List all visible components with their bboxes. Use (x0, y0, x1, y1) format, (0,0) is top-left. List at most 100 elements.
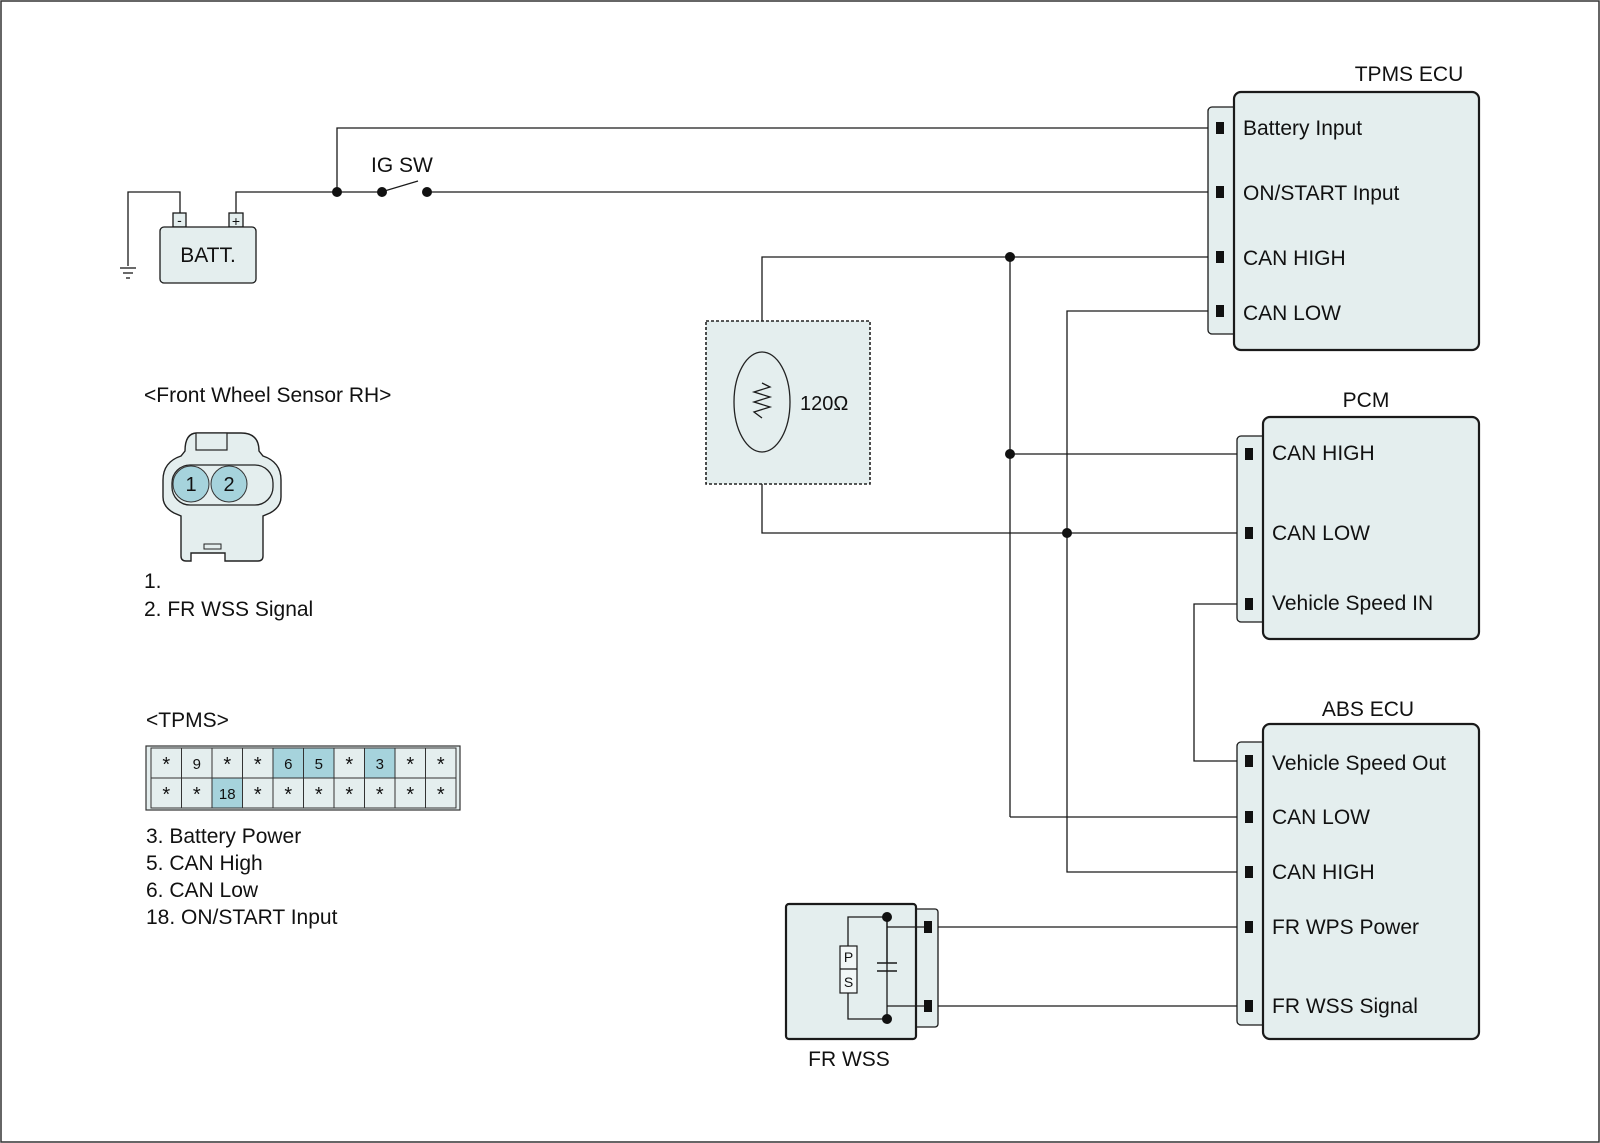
pin-label-battery-input: Battery Input (1243, 117, 1362, 140)
ig-switch-blade (380, 180, 419, 193)
junction-dot (882, 1014, 892, 1024)
connector-pin (924, 921, 932, 933)
ig-switch-contact (377, 187, 387, 197)
connector-pin (924, 1000, 932, 1012)
tpms-pin-number: * (284, 784, 292, 806)
fr-wss-s-label: S (844, 974, 853, 990)
connector-pin (1216, 305, 1224, 317)
tpms-pin-cell (272, 747, 304, 779)
ig-switch-contact (422, 187, 432, 197)
pin-label-can-low: CAN LOW (1272, 806, 1370, 829)
pin-label-can-high: CAN HIGH (1272, 442, 1375, 465)
front-wheel-pin-list-item: 2. FR WSS Signal (144, 598, 313, 621)
connector-pin (1245, 866, 1253, 878)
fr-wss-label: FR WSS (808, 1048, 890, 1071)
tpms-pin-number: * (254, 784, 262, 806)
tpms-pin-number: * (162, 784, 170, 806)
fr-wss-sensor: P S FR WSS (784, 902, 939, 1071)
resistor-symbol (751, 382, 773, 419)
junction-dot (1005, 252, 1015, 262)
tpms-pin-number: * (406, 754, 414, 776)
battery-input-wire (336, 127, 1216, 192)
tpms-pin-cell (150, 747, 182, 779)
tpms-pin-number: * (406, 784, 414, 806)
pin-label-fr-wss-signal: FR WSS Signal (1272, 995, 1418, 1018)
tpms-pin-number: * (345, 754, 353, 776)
front-wheel-sensor-connector: <Front Wheel Sensor RH> 1 2 1. 2. FR WSS… (144, 384, 391, 621)
tpms-pin-number: * (193, 784, 201, 806)
tpms-pin-cell (150, 777, 182, 809)
tpms-pin-cell (364, 777, 396, 809)
tpms-pin-cell (333, 777, 365, 809)
junction-dot (332, 187, 342, 197)
junction-dot (882, 912, 892, 922)
connector-pin-2 (210, 465, 248, 503)
connector-pin-1 (172, 465, 210, 503)
front-wheel-pin-list-item: 1. (144, 570, 162, 593)
ground-wire (127, 191, 181, 266)
tpms-ecu-title: TPMS ECU (1355, 63, 1464, 86)
pin-label-on-start-input: ON/START Input (1243, 182, 1400, 205)
tpms-pin-cell (242, 777, 274, 809)
pin-label-can-low: CAN LOW (1243, 302, 1341, 325)
pin-label-vehicle-speed-in: Vehicle Speed IN (1272, 592, 1433, 615)
tpms-pin-number: * (437, 784, 445, 806)
fr-wss-p-label: P (844, 949, 853, 965)
battery-body (159, 226, 257, 284)
connector-pin (1216, 251, 1224, 263)
connector-pin (1245, 448, 1253, 460)
connector-pin-cavity (171, 464, 274, 506)
termination-resistor: 120Ω (705, 320, 871, 485)
pin-label-can-high: CAN HIGH (1243, 247, 1346, 270)
tpms-pin-cell (425, 747, 457, 779)
vehicle-speed-wire (1193, 603, 1245, 762)
connector-pin (1245, 598, 1253, 610)
tpms-pin-number: 9 (193, 756, 201, 773)
pcm-title: PCM (1343, 389, 1390, 412)
tpms-pin-number: * (315, 784, 323, 806)
tpms-pin-number: 6 (284, 756, 292, 773)
tpms-pin-cell (303, 747, 335, 779)
tpms-pin-number: * (437, 754, 445, 776)
pcm-box (1261, 415, 1481, 641)
resistor-outline (733, 351, 791, 453)
resistor-value: 120Ω (800, 393, 848, 415)
pin-label-can-low: CAN LOW (1272, 522, 1370, 545)
resistor-housing (705, 320, 871, 485)
fr-wss-internal-loop (847, 916, 888, 1020)
pin-label-can-high: CAN HIGH (1272, 861, 1375, 884)
junction-dot (1062, 528, 1072, 538)
tpms-ecu-box (1232, 90, 1481, 352)
junction-dots (332, 187, 1072, 538)
abs-ecu-box (1261, 722, 1481, 1041)
tpms-pin-list-item: 18. ON/START Input (146, 906, 338, 929)
tpms-pin-number: 3 (376, 756, 384, 773)
ig-switch-label: IG SW (371, 154, 433, 177)
tpms-pin-cell (181, 747, 213, 779)
connector-pin (1245, 527, 1253, 539)
tpms-pin-number: 5 (315, 756, 323, 773)
can-low-bus (1066, 310, 1245, 873)
tpms-pin-cell (425, 777, 457, 809)
abs-ecu: ABS ECU Vehicle Speed Out CAN LOW CAN HI… (1236, 698, 1481, 1041)
connector-pin (1216, 122, 1224, 134)
junction-dot (1005, 449, 1015, 459)
tpms-connector-title: <TPMS> (146, 709, 229, 732)
connector-pin (1245, 921, 1253, 933)
connector-key (203, 543, 222, 550)
tpms-pin-number: * (345, 784, 353, 806)
battery-label: BATT. (180, 244, 236, 267)
tpms-pin-number: * (254, 754, 262, 776)
tpms-pin-list-item: 5. CAN High (146, 852, 263, 875)
battery-plus-wire (235, 191, 381, 213)
connector-latch (195, 432, 228, 451)
tpms-pin-cell (303, 777, 335, 809)
connector-pin (1245, 811, 1253, 823)
tpms-pin-list-item: 3. Battery Power (146, 825, 301, 848)
pin-number: 2 (223, 474, 234, 496)
connector-pin (1245, 1000, 1253, 1012)
